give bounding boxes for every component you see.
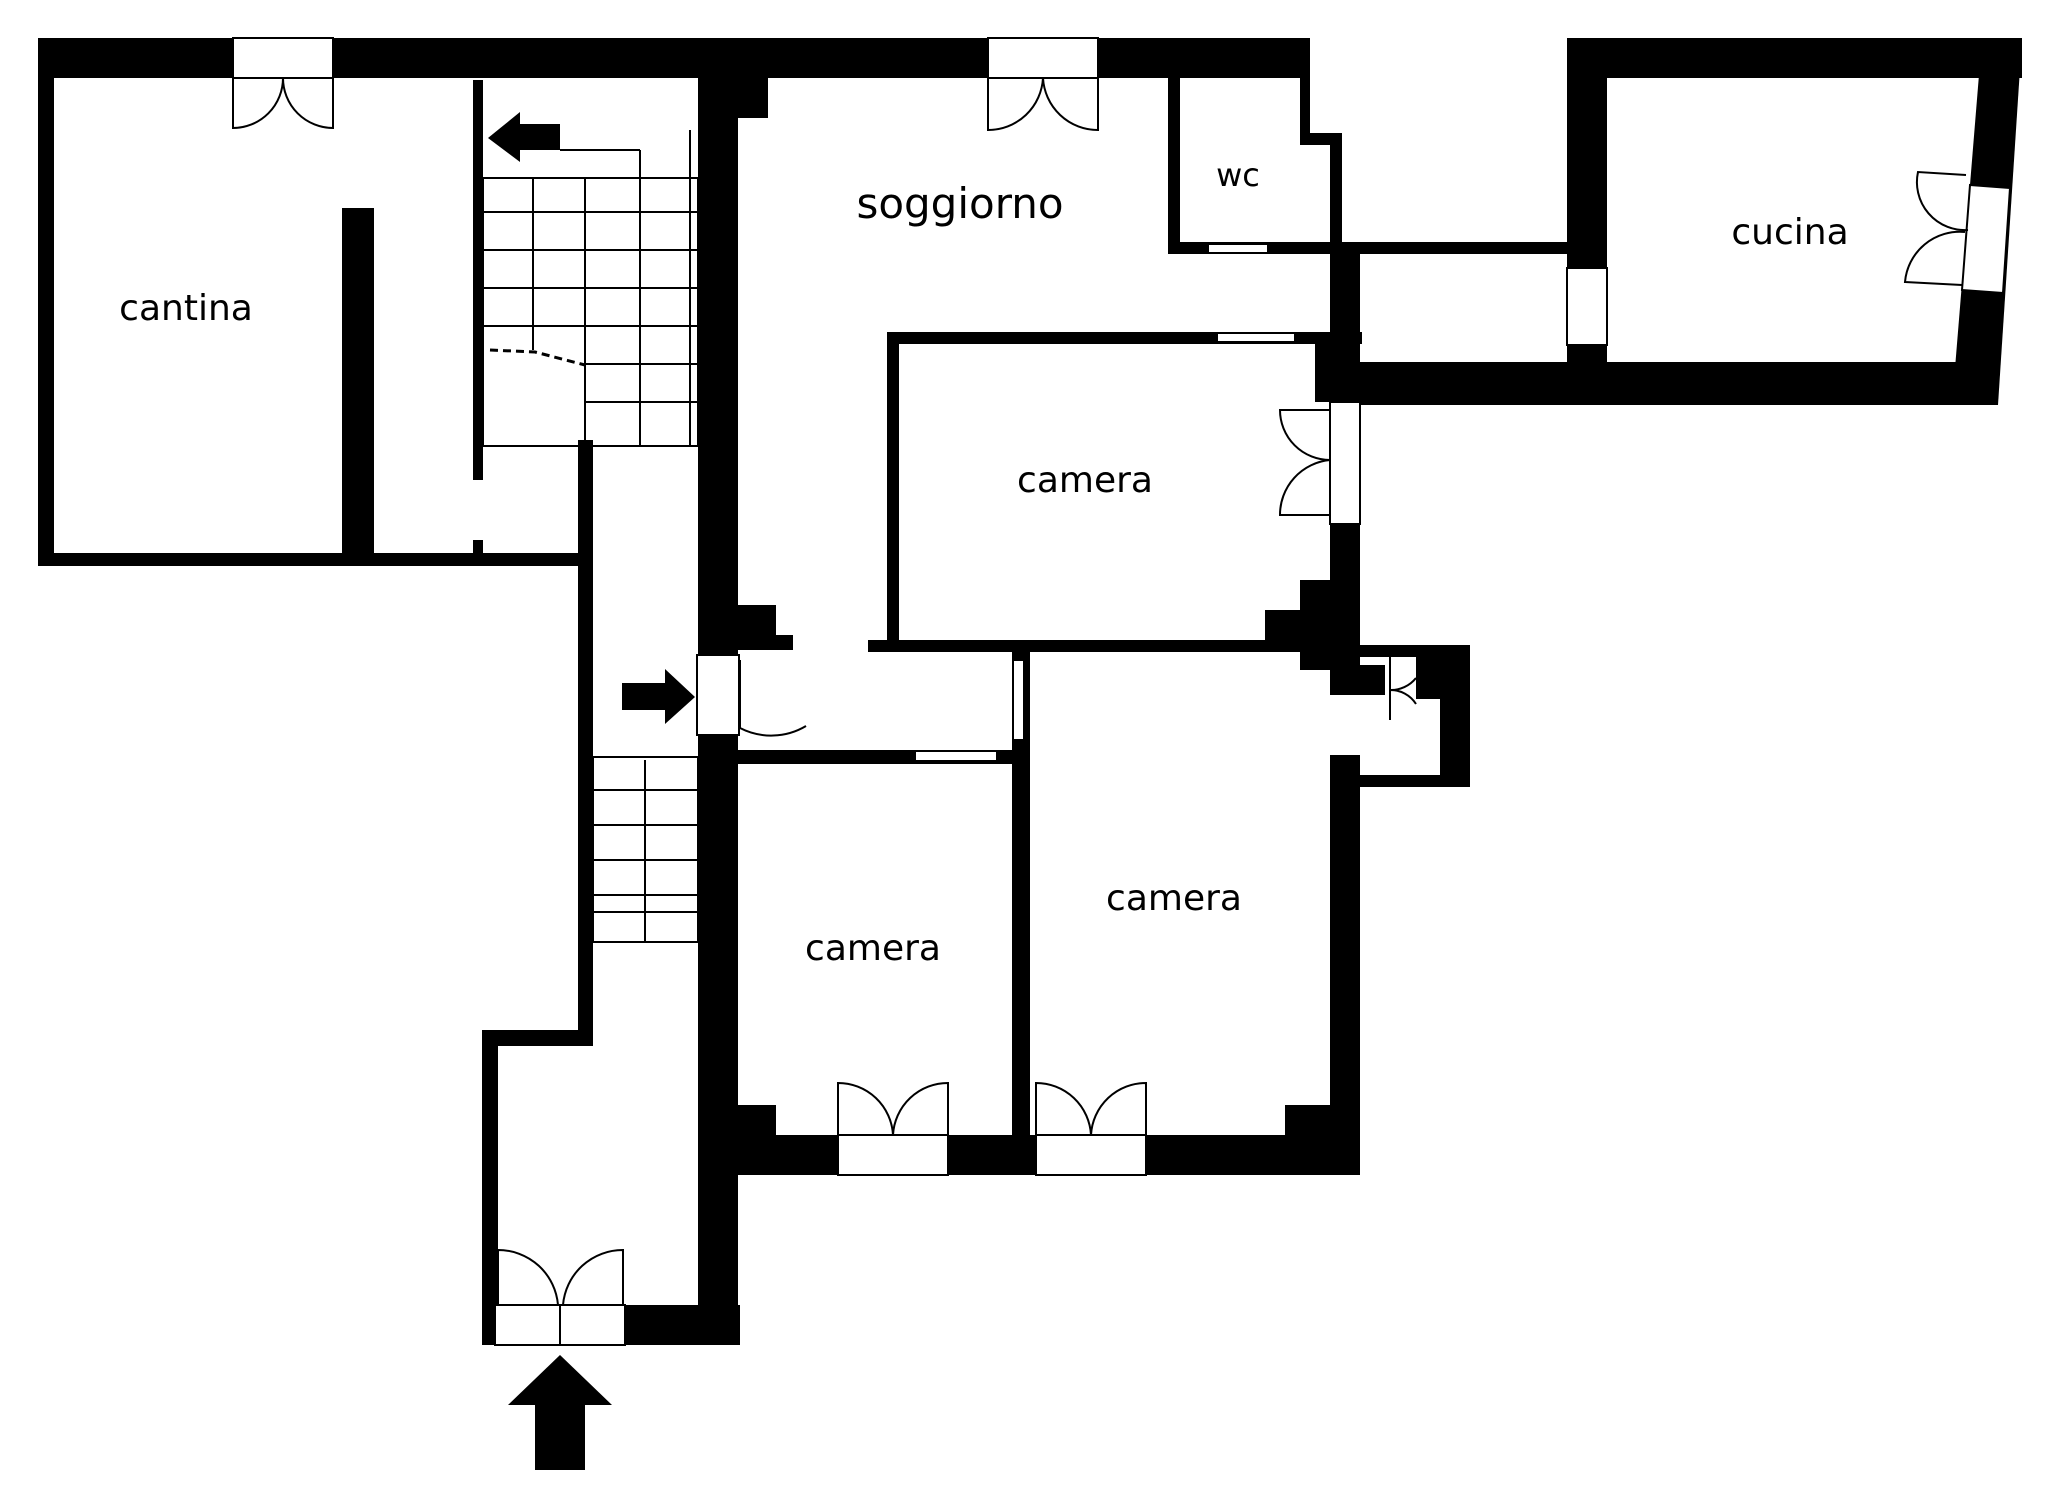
windows: [232, 37, 2012, 1346]
wall: [738, 635, 793, 650]
room-label-camera-left: camera: [805, 928, 941, 969]
door-swing: [1389, 688, 1417, 720]
wall: [698, 38, 738, 655]
room-labels: cantina soggiorno wc cucina camera camer…: [119, 156, 1848, 969]
lower-stairs: [592, 756, 699, 943]
window: [1216, 332, 1296, 343]
window: [1012, 659, 1025, 741]
wall: [1330, 133, 1342, 254]
window: [1960, 183, 2012, 295]
wall: [948, 1135, 1036, 1175]
stair-landing: [489, 348, 586, 367]
room-label-cucina: cucina: [1731, 212, 1848, 253]
wall: [1440, 645, 1470, 785]
door-swings: [232, 77, 1969, 1306]
door-swing: [232, 77, 284, 130]
entrance-arrow-icon: [508, 1355, 612, 1470]
wall: [1567, 38, 2022, 78]
door-swing: [1090, 1081, 1147, 1136]
wall: [1330, 665, 1385, 695]
wall: [1330, 755, 1360, 1175]
door-swing: [1278, 409, 1331, 461]
arrows: [488, 112, 695, 1470]
wall: [1285, 1105, 1330, 1145]
door-swing: [739, 660, 807, 737]
wall: [473, 540, 483, 553]
door-swing: [1915, 170, 1969, 232]
window: [696, 654, 740, 736]
wall: [1330, 362, 1998, 405]
wall: [578, 440, 593, 1040]
window: [987, 37, 1099, 79]
wall: [1168, 78, 1180, 254]
window: [914, 750, 998, 762]
wall: [482, 1030, 498, 1345]
wall: [887, 332, 899, 652]
wall: [1018, 652, 1030, 1160]
door-swing: [282, 77, 334, 130]
wall: [698, 735, 738, 1345]
door-swing: [837, 1081, 894, 1136]
wall: [38, 38, 1310, 78]
stair-arrow-icon: [488, 112, 560, 162]
wall: [38, 38, 54, 566]
wall: [342, 208, 374, 553]
wall: [1335, 760, 1355, 780]
window: [1329, 401, 1361, 525]
wall: [1330, 254, 1360, 362]
door-swing: [892, 1081, 949, 1136]
door-swing: [1903, 230, 1966, 286]
door-swing: [1035, 1081, 1092, 1136]
door-swing: [1389, 657, 1417, 692]
door-swing: [1042, 77, 1099, 132]
window: [1207, 243, 1269, 254]
door-arrow-icon: [622, 669, 695, 724]
door-swing: [987, 77, 1044, 132]
room-label-wc: wc: [1216, 156, 1260, 194]
wall: [1416, 657, 1440, 699]
wall: [1360, 775, 1470, 787]
wall: [1265, 610, 1310, 650]
door-swing: [1278, 459, 1331, 516]
wall: [1567, 38, 1607, 268]
window: [837, 1134, 949, 1176]
walls: [38, 38, 2022, 1345]
wall: [868, 640, 1350, 652]
wall: [1330, 242, 1567, 254]
wall: [482, 1030, 593, 1046]
wall: [738, 78, 768, 118]
stair-frame: [482, 177, 699, 447]
door-swing: [497, 1248, 559, 1306]
room-label-camera-right: camera: [1106, 878, 1242, 919]
wall: [38, 553, 583, 566]
window: [232, 37, 334, 79]
window: [1035, 1134, 1147, 1176]
room-label-soggiorno: soggiorno: [856, 179, 1063, 228]
wall: [738, 1135, 838, 1175]
room-label-cantina: cantina: [119, 288, 253, 329]
wall: [1300, 133, 1330, 145]
door-swing: [562, 1248, 624, 1306]
wall: [473, 80, 483, 480]
room-label-camera-middle: camera: [1017, 460, 1153, 501]
window: [1566, 267, 1608, 346]
wall: [1300, 78, 1310, 133]
upper-stairs: [482, 130, 699, 447]
